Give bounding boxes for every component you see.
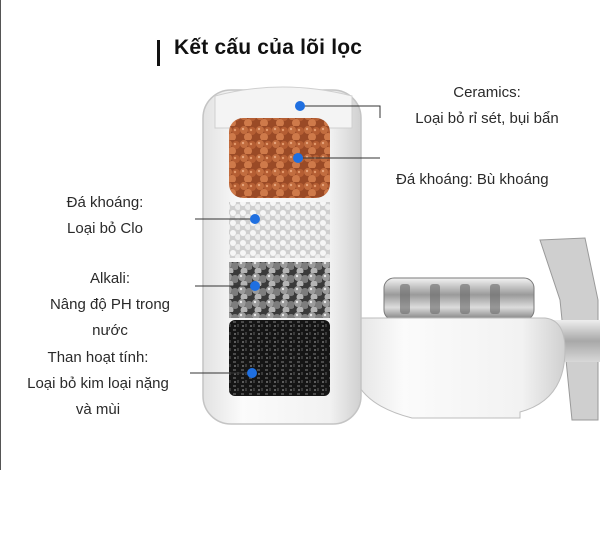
mineral-right-text: Đá khoáng: Bù khoáng bbox=[396, 171, 549, 188]
alkali-description: Nâng độ PH trong bbox=[49, 296, 171, 313]
carbon-callout: Than hoạt tính: Loại bỏ kim loại nặng và… bbox=[8, 345, 188, 423]
mineral-left-heading: Đá khoáng: bbox=[66, 194, 144, 211]
carbon-heading: Than hoạt tính: bbox=[47, 349, 149, 366]
carbon-marker bbox=[247, 368, 257, 378]
connector-housing bbox=[349, 317, 566, 419]
ceramics-marker bbox=[295, 101, 305, 111]
title-accent-bar bbox=[157, 40, 160, 66]
mineral-right-callout: Đá khoáng: Bù khoáng bbox=[396, 167, 549, 193]
white-mineral-layer bbox=[229, 202, 330, 258]
ceramic-ball-layer bbox=[229, 118, 330, 198]
mineral-left-description: Loại bỏ Clo bbox=[67, 220, 143, 237]
alkali-callout: Alkali: Nâng độ PH trong nước bbox=[30, 266, 190, 344]
ceramics-description: Loại bỏ rỉ sét, bụi bẩn bbox=[415, 110, 559, 127]
alkali-heading: Alkali: bbox=[89, 270, 130, 287]
diagram-title: Kết cấu của lõi lọc bbox=[174, 36, 363, 59]
alkali-marker bbox=[250, 281, 260, 291]
ceramics-callout: Ceramics: Loại bỏ rỉ sét, bụi bẩn bbox=[392, 80, 582, 132]
left-frame-line bbox=[0, 0, 1, 470]
ceramics-cap bbox=[214, 86, 353, 129]
alkali-layer bbox=[229, 262, 330, 318]
mineral-top-marker bbox=[293, 153, 303, 163]
carbon-layer bbox=[229, 320, 330, 396]
mineral-left-callout: Đá khoáng: Loại bỏ Clo bbox=[35, 190, 175, 242]
alkali-description-cont: nước bbox=[92, 322, 128, 339]
carbon-description: Loại bỏ kim loại nặng bbox=[27, 375, 169, 392]
leader-lines bbox=[190, 105, 381, 374]
carbon-description-cont: và mùi bbox=[75, 401, 121, 418]
mineral-bottom-marker bbox=[250, 214, 260, 224]
ceramics-heading: Ceramics: bbox=[453, 84, 521, 101]
